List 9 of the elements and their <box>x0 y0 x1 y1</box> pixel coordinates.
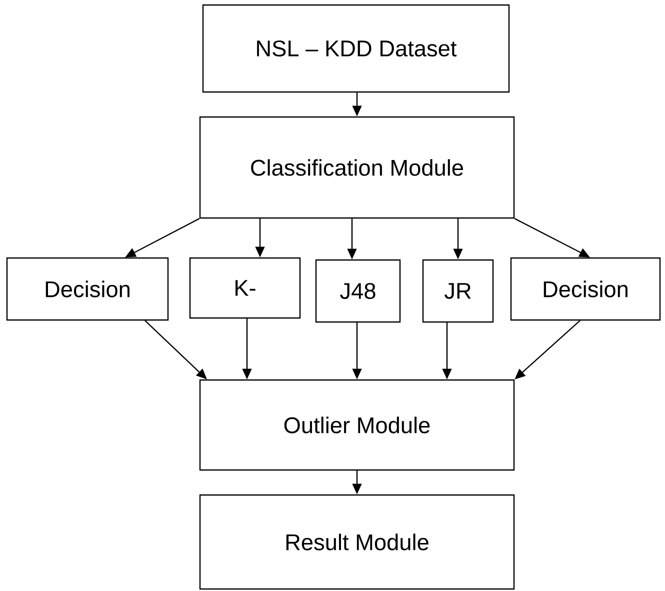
process-box: NSL – KDD Dataset <box>202 4 510 93</box>
process-box: J48 <box>315 259 401 323</box>
process-box: Decision <box>510 257 661 321</box>
process-box: Classification Module <box>199 116 515 219</box>
process-box: K- <box>189 257 301 319</box>
process-box: Decision <box>6 257 169 321</box>
process-box: JR <box>422 259 494 323</box>
process-box: Outlier Module <box>199 379 515 471</box>
process-box: Result Module <box>199 494 515 590</box>
